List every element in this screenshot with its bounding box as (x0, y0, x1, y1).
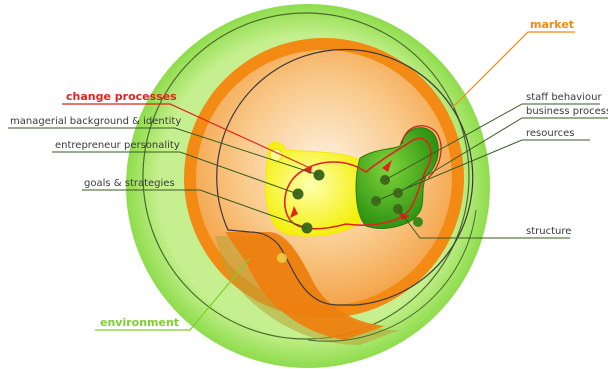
label-market: market (530, 18, 574, 31)
label-resources: resources (526, 128, 574, 139)
operations-cell-bud (413, 217, 423, 227)
label-environment: environment (100, 316, 179, 329)
label-staff-behaviour: staff behaviour (526, 92, 602, 103)
label-structure: structure (526, 226, 571, 237)
label-change-processes: change processes (66, 90, 177, 103)
label-business-processes: business processes (526, 106, 608, 117)
label-goals-strategies: goals & strategies (84, 178, 175, 189)
entrepreneur-cell-drip (277, 253, 287, 263)
label-managerial-background: managerial background & identity (10, 116, 181, 127)
label-entrepreneur-personality: entrepreneur personality (55, 140, 180, 151)
